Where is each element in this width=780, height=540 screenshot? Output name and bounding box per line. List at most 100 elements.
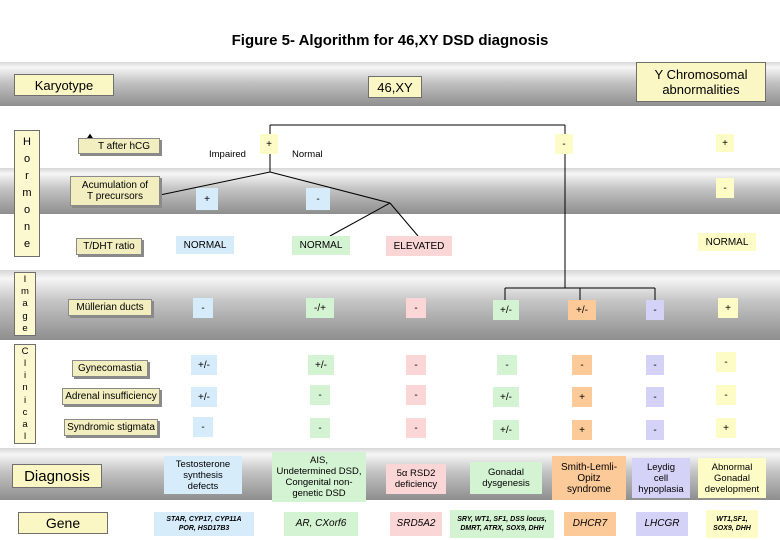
image-letter: e: [22, 322, 28, 334]
hormone-letter: r: [25, 170, 29, 182]
hormone-letter: o: [23, 204, 31, 216]
diagnosis-line: Undetermined DSD,: [276, 466, 362, 477]
col1-adrenal: +/-: [191, 387, 217, 407]
gene-ais: AR, CXorf6: [284, 512, 358, 536]
clinical-letter: i: [23, 370, 27, 382]
diagnosis-line: AIS,: [310, 455, 328, 466]
col6-gynecomastia: -: [646, 355, 664, 375]
row-label-gynecomastia: Gynecomastia: [72, 360, 148, 377]
col5-adrenal: +: [572, 387, 592, 407]
row-label-t-after-hcg: T after hCG: [78, 138, 160, 154]
col4-gynecomastia: -: [497, 355, 517, 375]
gene-line: DMRT, ATRX, SOX9, DHH: [460, 525, 544, 532]
image-letter: m: [21, 286, 29, 298]
gene-smith-lemli-opitz: DHCR7: [564, 512, 616, 536]
diagnosis-line: Gonadal: [714, 472, 750, 484]
karyotype-y-line2: abnormalities: [662, 82, 740, 97]
diagnosis-line: development: [704, 483, 760, 495]
image-letter: I: [23, 274, 27, 286]
acumulation-line2: T precursors: [87, 191, 143, 202]
diagnosis-section-label: Diagnosis: [12, 464, 102, 488]
hormone-letter: o: [23, 153, 31, 165]
hcg-normal-minus: -: [555, 134, 573, 154]
col3-adrenal: -: [406, 385, 426, 405]
col5-syndromic: +: [572, 420, 592, 440]
col1-gynecomastia: +/-: [191, 355, 217, 375]
col6-adrenal: -: [646, 387, 664, 407]
acumulation-line1: Acumulation of: [81, 180, 149, 191]
row-label-adrenal: Adrenal insufficiency: [62, 388, 160, 405]
clinical-letter: l: [23, 430, 27, 442]
col2-mullerian: -/+: [306, 298, 334, 318]
col7-gynecomastia: -: [716, 352, 736, 372]
gene-line: SRY, WT1, SF1, DSS locus,: [457, 516, 547, 523]
tdht-y-normal: NORMAL: [698, 233, 756, 251]
row-label-acumulation: Acumulation of T precursors: [70, 176, 160, 206]
gene-section-label: Gene: [18, 512, 108, 534]
gene-5a-rsd2: SRD5A2: [390, 512, 442, 536]
diagnosis-line: Smith-Lemli-: [560, 461, 618, 473]
branch-label-normal: Normal: [292, 149, 323, 160]
col1-syndromic: -: [193, 417, 213, 437]
hormone-letter: H: [23, 136, 31, 148]
diagnosis-line: Leydig: [646, 461, 675, 473]
clinical-letter: c: [22, 406, 28, 418]
row-label-tdht: T/DHT ratio: [76, 238, 142, 255]
clinical-letter: l: [23, 358, 27, 370]
gene-gonadal-dysgenesis: SRY, WT1, SF1, DSS locus, DMRT, ATRX, SOX…: [450, 510, 554, 538]
gene-line: AR, CXorf6: [295, 518, 347, 529]
col5-gynecomastia: -: [572, 355, 592, 375]
hcg-y-plus: +: [716, 134, 734, 152]
col2-adrenal: -: [310, 385, 330, 405]
col2-gynecomastia: +/-: [308, 355, 334, 375]
gene-line: WT1,SF1,: [716, 516, 748, 523]
gene-line: DHCR7: [572, 518, 608, 529]
branch-label-impaired: Impaired: [209, 149, 246, 160]
col5-mullerian: +/-: [568, 300, 596, 320]
image-section-label: I m a g e: [14, 272, 36, 336]
gene-line: LHCGR: [644, 518, 680, 529]
col4-adrenal: +/-: [493, 387, 519, 407]
tdht-elevated: ELEVATED: [386, 236, 452, 256]
gene-line: SOX9, DHH: [713, 525, 751, 532]
gene-leydig-cell-hypoplasia: LHCGR: [636, 512, 688, 536]
gene-line: STAR, CYP17, CYP11A: [166, 516, 242, 523]
hormone-letter: e: [23, 238, 31, 250]
col4-mullerian: +/-: [493, 300, 519, 320]
col6-syndromic: -: [646, 420, 664, 440]
diagnosis-line: cell: [653, 472, 669, 484]
hcg-impaired-plus: +: [260, 134, 278, 154]
hormone-section-label: H o r m o n e: [14, 130, 40, 257]
diagnosis-line: synthesis: [183, 469, 223, 481]
gene-line: POR, HSD17B3: [178, 525, 230, 532]
diagnosis-line: hypoplasia: [638, 483, 684, 495]
image-letter: a: [22, 298, 28, 310]
col1-mullerian: -: [193, 298, 213, 318]
col3-gynecomastia: -: [406, 355, 426, 375]
clinical-section-label: C l i n i c a l: [14, 344, 36, 444]
diagnosis-line: Abnormal: [711, 461, 753, 473]
col3-syndromic: -: [406, 418, 426, 438]
image-letter: g: [22, 310, 28, 322]
col6-mullerian: -: [646, 300, 664, 320]
clinical-letter: i: [23, 394, 27, 406]
clinical-letter: a: [22, 418, 28, 430]
diagnosis-ais: AIS,Undetermined DSD,Congenital non-gene…: [272, 452, 366, 502]
figure-title: Figure 5- Algorithm for 46,XY DSD diagno…: [231, 32, 549, 49]
col3-mullerian: -: [406, 298, 426, 318]
row-label-syndromic: Syndromic stigmata: [64, 419, 158, 436]
acum-value-minus: -: [306, 188, 330, 210]
col7-mullerian: +: [718, 298, 738, 318]
col4-syndromic: +/-: [493, 420, 519, 440]
acum-value-plus: +: [196, 188, 218, 210]
col7-syndromic: +: [716, 418, 736, 438]
tdht-normal-2: NORMAL: [292, 236, 350, 255]
diagnosis-line: Gonadal: [488, 467, 524, 478]
diagnosis-line: deficiency: [394, 479, 438, 490]
acum-y-minus: -: [716, 178, 734, 198]
col7-adrenal: -: [716, 385, 736, 405]
